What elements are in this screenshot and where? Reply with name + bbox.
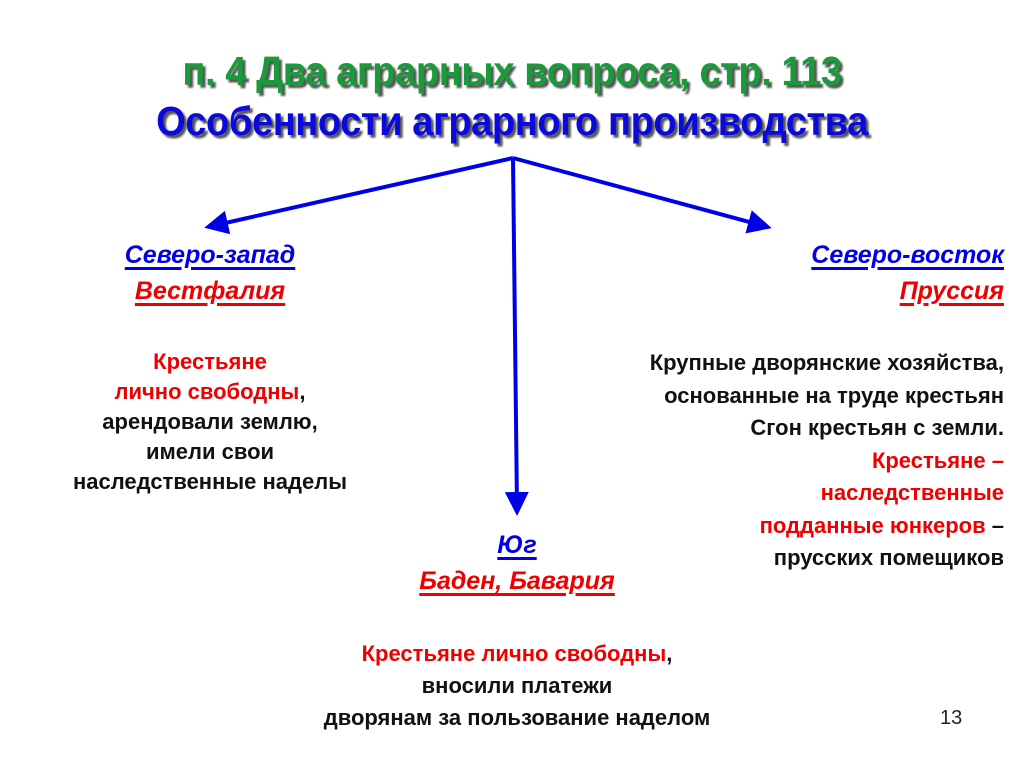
northeast-region: Северо-восток	[811, 241, 1004, 269]
northeast-block: Северо-восток Пруссия	[600, 237, 1004, 309]
south-description: Крестьяне лично свободны, вносили платеж…	[217, 638, 817, 734]
arrow-to-northwest	[204, 156, 514, 235]
northwest-line: лично свободны,	[114, 379, 306, 404]
south-line: дворянам за пользование наделом	[323, 705, 711, 730]
slide-page-number: 13	[940, 707, 963, 729]
northeast-line: наследственные	[820, 480, 1004, 505]
northwest-line: арендовали землю,	[102, 409, 318, 434]
northeast-line: Крупные дворянские хозяйства,	[649, 350, 1004, 375]
slide-title-line1: п. 4 Два аграрных вопроса, стр. 113	[182, 48, 842, 94]
northwest-description: Крестьяне лично свободны, арендовали зем…	[0, 347, 420, 497]
northeast-line: прусских помещиков	[773, 545, 1004, 570]
south-region: Юг	[497, 531, 537, 559]
northeast-line: основанные на труде крестьян	[664, 382, 1004, 408]
south-block: Юг Баден, Бавария	[317, 527, 717, 599]
arrow-to-northeast	[512, 156, 772, 234]
northwest-land: Вестфалия	[134, 277, 286, 305]
northeast-line: Сгон крестьян с земли.	[750, 415, 1004, 440]
northwest-line: имели свои	[145, 439, 275, 464]
south-land: Баден, Бавария	[419, 567, 615, 595]
northeast-description: Крупные дворянские хозяйства, основанные…	[500, 347, 1004, 575]
south-line: вносили платежи	[421, 673, 613, 698]
northeast-line: Крестьяне –	[871, 447, 1004, 473]
northwest-block: Северо-запад Вестфалия	[60, 237, 360, 309]
northwest-line: наследственные наделы	[72, 469, 348, 494]
south-line: Крестьяне лично свободны,	[361, 641, 673, 666]
slide-title-line2: Особенности аграрного производства	[156, 98, 868, 144]
northeast-line: подданные юнкеров –	[759, 512, 1004, 538]
northwest-region: Северо-запад	[124, 241, 296, 269]
northwest-line: Крестьяне	[153, 349, 267, 374]
arrow-to-south	[504, 157, 529, 516]
northeast-land: Пруссия	[899, 277, 1004, 305]
